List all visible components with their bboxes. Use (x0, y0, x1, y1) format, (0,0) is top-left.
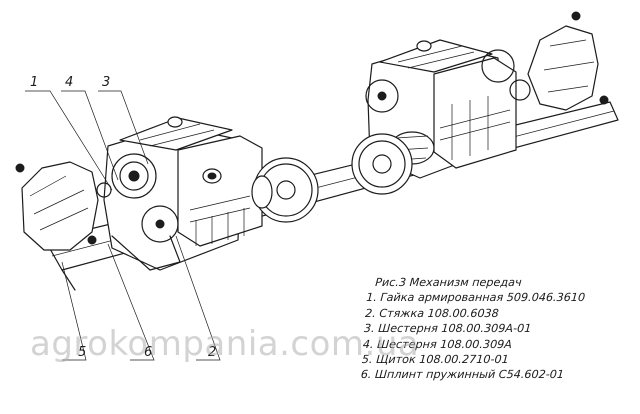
part-item-1: 1. Гайка армированная 509.046.3610 (365, 291, 586, 305)
part-item-3: 3. Шестерня 108.00.309А-01 (363, 322, 532, 336)
callout-labels: 1 4 3 5 6 2 (30, 75, 216, 360)
right-sprocket (351, 133, 413, 195)
callout-5: 5 (78, 345, 86, 360)
right-cover-shield (527, 11, 609, 111)
part-item-2: 2. Стяжка 108.00.6038 (364, 306, 500, 320)
left-gearbox (96, 116, 263, 271)
left-sprocket (251, 157, 319, 223)
callout-3: 3 (102, 75, 110, 90)
figure-caption: Рис.3 Механизм передач 1. Гайка армирова… (360, 275, 638, 383)
part-item-5: 5. Щиток 108.00.2710-01 (361, 353, 510, 367)
callout-1: 1 (30, 75, 38, 90)
part-item-4: 4. Шестерня 108.00.309А (362, 337, 513, 351)
part-item-6: 6. Шплинт пружинный С54.602-01 (360, 368, 565, 382)
callout-leaders (25, 90, 221, 361)
callout-4: 4 (65, 75, 73, 90)
callout-2: 2 (208, 345, 216, 360)
callout-6: 6 (144, 345, 152, 360)
left-cover-shield (15, 161, 99, 251)
caption-title: Рис.3 Механизм передач (374, 276, 523, 289)
